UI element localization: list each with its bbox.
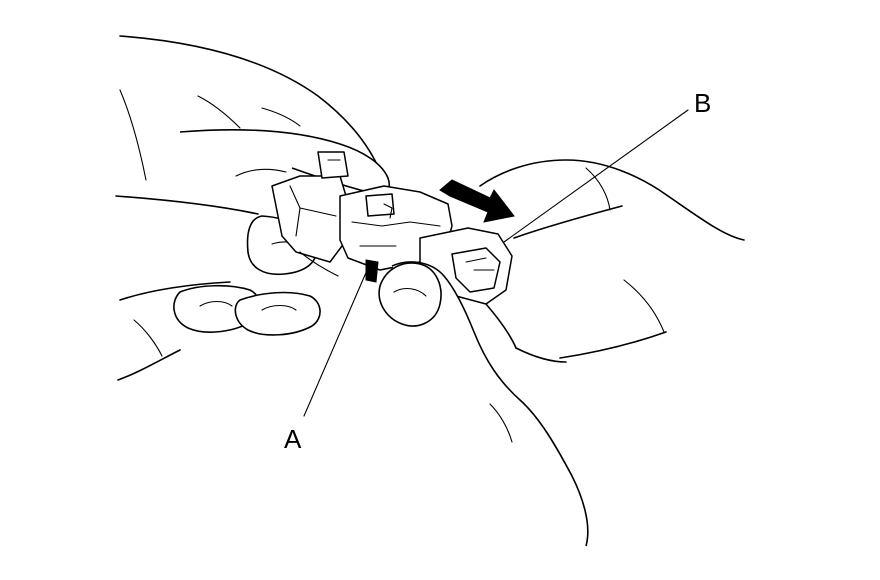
callout-b: B (503, 88, 711, 243)
callout-b-leader (503, 109, 689, 243)
callout-a: A (284, 267, 369, 454)
callout-b-label: B (694, 88, 711, 118)
callout-a-leader (303, 267, 369, 417)
pull-direction-arrow (439, 179, 515, 223)
callout-a-label: A (284, 424, 302, 454)
right-hand (378, 159, 745, 547)
connector-assembly (271, 151, 517, 349)
